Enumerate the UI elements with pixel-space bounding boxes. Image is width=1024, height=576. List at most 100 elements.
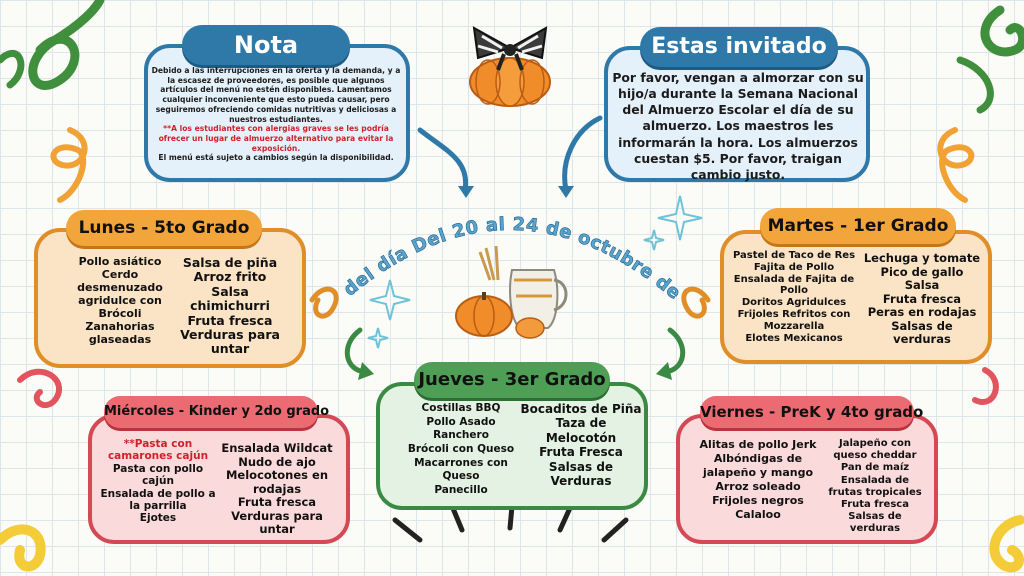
- sparkle-icon: [643, 195, 703, 251]
- note-allergy: **A los estudiantes con alergias graves …: [158, 124, 394, 153]
- note-panel: [144, 44, 410, 182]
- menu-item: chimichurri: [190, 298, 270, 314]
- friday-title: Viernes - PreK y 4to grado: [700, 396, 923, 428]
- menu-item: la parrilla: [129, 499, 187, 512]
- menu-item: Macarrones con: [414, 456, 508, 469]
- invite-text: Por favor, vengan a almorzar con su hijo…: [612, 70, 864, 182]
- menu-item: Salsa de piña: [182, 255, 278, 270]
- menu-item: Ensalada de pollo a: [100, 487, 216, 500]
- menu-item: Calaloo: [735, 508, 781, 522]
- menu-item: rodajas: [252, 481, 302, 496]
- menu-item: Pasta con pollo: [112, 462, 204, 475]
- menu-item: Fruta fresca: [841, 498, 909, 510]
- menu-item: Pico de gallo: [880, 264, 964, 279]
- note-text: Debido a las interrupciones en la oferta…: [150, 66, 402, 163]
- menu-item: Arroz frito: [193, 269, 267, 285]
- menu-item: Queso: [442, 470, 480, 483]
- menu-item: Pan de maíz: [840, 462, 910, 474]
- menu-item: jalapeño y mango: [702, 466, 814, 480]
- menu-item: Jalapeño con: [839, 438, 911, 449]
- menu-item: Ensalada Wildcat: [221, 441, 333, 455]
- menu-item: Pollo asiático: [78, 255, 162, 268]
- thursday-title: Jueves - 3er Grado: [414, 362, 610, 398]
- menu-item: Fruta Fresca: [539, 445, 623, 460]
- menu-item: Panecillo: [434, 483, 488, 496]
- menu-item: Albóndigas de: [713, 452, 803, 466]
- menu-item: camarones cajún: [107, 450, 209, 463]
- menu-item: **Pasta con: [123, 438, 193, 450]
- note-body: Debido a las interrupciones en la oferta…: [151, 66, 401, 124]
- menu-item: cajún: [142, 475, 174, 488]
- menu-item: verduras: [893, 332, 951, 347]
- menu-item: Fajita de Pollo: [753, 261, 835, 273]
- sparkle-icon: [367, 279, 411, 349]
- tuesday-title: Martes - 1er Grado: [760, 208, 956, 244]
- menu-item: frutas tropicales: [828, 486, 922, 498]
- menu-item: Doritos Agridulces: [741, 297, 847, 309]
- note-title: Nota: [182, 25, 350, 65]
- tuesday-panel: [720, 230, 992, 364]
- menu-item: Ranchero: [433, 429, 489, 442]
- menu-item: Salsa: [211, 283, 249, 299]
- menu-item: Melocotones en: [225, 468, 329, 483]
- note-footer: El menú está sujeto a cambios según la d…: [158, 153, 394, 163]
- menu-item: Zanahorias: [85, 319, 155, 333]
- pumpkin-pitcher-icon: [455, 245, 568, 339]
- menu-item: Brócoli con Queso: [407, 442, 515, 455]
- invite-title: Estas invitado: [640, 27, 838, 67]
- menu-item: Pollo Asado: [426, 415, 496, 428]
- menu-item: Salsas de: [891, 318, 953, 333]
- menu-item: Costillas BBQ: [421, 402, 501, 414]
- menu-item: queso cheddar: [833, 450, 917, 462]
- menu-item: Salsas de: [548, 459, 614, 474]
- menu-item: Pastel de Taco de Res: [732, 250, 856, 261]
- menu-item: Peras en rodajas: [867, 305, 977, 320]
- menu-item: Verduras: [550, 473, 612, 488]
- menu-item: Verduras para: [180, 326, 280, 342]
- menu-item: Frijoles negros: [712, 494, 804, 508]
- menu-item: Bocaditos de Piña: [520, 402, 642, 416]
- menu-item: Ensalada de: [840, 474, 910, 486]
- menu-item: untar: [259, 522, 295, 537]
- menu-item: verduras: [849, 523, 901, 535]
- menu-item: Mozzarella: [763, 320, 825, 332]
- menu-item: Pollo: [780, 285, 808, 297]
- menu-item: Nudo de ajo: [238, 454, 316, 469]
- menu-item: Taza de: [555, 416, 607, 431]
- menu-item: Melocotón: [545, 430, 617, 445]
- pumpkin-bow-icon: [469, 26, 551, 107]
- menu-item: Frijoles Refritos con: [737, 308, 851, 320]
- svg-text:Menú del día Del 20 al 24 de o: Menú del día Del 20 al 24 de octubre de …: [300, 175, 690, 309]
- invite-panel: [604, 46, 870, 182]
- menu-item: Cerdo: [101, 267, 139, 281]
- menu-item: Verduras para: [231, 508, 323, 523]
- menu-item: Fruta fresca: [882, 291, 962, 306]
- menu-item: Elotes Mexicanos: [745, 332, 843, 344]
- menu-item: glaseadas: [88, 332, 152, 346]
- menu-item: desmenuzado: [77, 280, 163, 294]
- menu-item: Lechuga y tomate: [863, 251, 981, 265]
- menu-item: Arroz soleado: [715, 480, 801, 494]
- monday-title: Lunes - 5to Grado: [66, 210, 262, 246]
- menu-item: Salsas de: [848, 511, 902, 523]
- menu-item: Alitas de pollo Jerk: [699, 438, 817, 451]
- menu-title: Menú del día Del 20 al 24 de octubre de …: [300, 175, 690, 309]
- menu-item: Fruta fresca: [237, 495, 317, 510]
- menu-item: Fruta fresca: [187, 312, 273, 328]
- wednesday-title: Miércoles - Kinder y 2do grado: [104, 396, 329, 428]
- wednesday-panel: [88, 414, 350, 544]
- menu-item: agridulce con: [78, 293, 162, 307]
- friday-panel: [676, 414, 938, 544]
- menu-item: Brócoli: [98, 306, 142, 320]
- menu-item: Salsa: [904, 278, 940, 293]
